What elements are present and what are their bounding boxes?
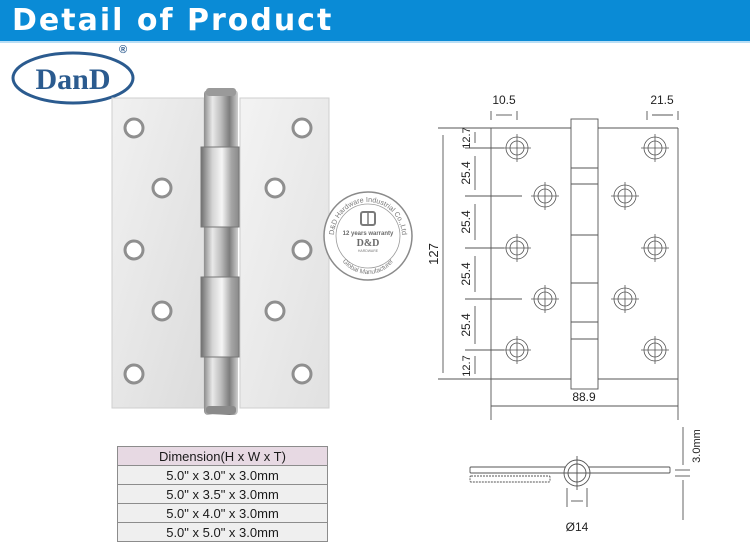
dim-left-offset: 10.5: [492, 93, 516, 107]
dim-width: 88.9: [572, 390, 596, 404]
table-cell: 5.0" x 5.0" x 3.0mm: [117, 522, 328, 542]
registered-mark: ®: [119, 44, 128, 56]
dim-spacing-2: 25.4: [459, 161, 473, 185]
table-row: 5.0" x 5.0" x 3.0mm: [117, 522, 328, 542]
table-row: 5.0" x 4.0" x 3.0mm: [117, 503, 328, 523]
page-title: Detail of Product: [12, 3, 334, 38]
stamp-brand-text: D&D: [357, 238, 380, 249]
dim-thickness: 3.0mm: [691, 429, 703, 463]
warranty-stamp: D&D Hardware Industrial Co.,Ltd Global M…: [323, 191, 413, 281]
dimension-table: Dimension(H x W x T) 5.0" x 3.0" x 3.0mm…: [117, 446, 328, 542]
table-header-row: Dimension(H x W x T): [117, 446, 328, 466]
table-row: 5.0" x 3.0" x 3.0mm: [117, 465, 328, 485]
dim-spacing-3: 25.4: [459, 210, 473, 234]
table-header: Dimension(H x W x T): [117, 446, 328, 466]
logo-text: DanD: [35, 63, 110, 96]
header-banner: Detail of Product: [0, 0, 750, 43]
dim-height: 127: [426, 243, 441, 265]
hole-l1: [503, 134, 531, 162]
dim-knuckle-diameter: Ø14: [566, 520, 589, 534]
dim-spacing-4: 25.4: [459, 262, 473, 286]
dim-right-offset: 21.5: [650, 93, 674, 107]
hinge-photo: [111, 88, 330, 415]
stamp-hardware-text: HARDWARE: [358, 249, 379, 253]
table-cell: 5.0" x 4.0" x 3.0mm: [117, 503, 328, 523]
dim-spacing-5: 25.4: [459, 313, 473, 337]
technical-drawing: 10.5 21.5 88.9 127 12.7 25.4 25.4 25.4 2…: [426, 93, 703, 534]
dim-spacing-6: 12.7: [461, 355, 473, 376]
table-row: 5.0" x 3.5" x 3.0mm: [117, 484, 328, 504]
dim-spacing-1: 12.7: [461, 127, 473, 148]
table-cell: 5.0" x 3.5" x 3.0mm: [117, 484, 328, 504]
dand-logo: DanD: [11, 51, 135, 105]
stamp-warranty-text: 12 years warranty: [343, 231, 394, 237]
table-cell: 5.0" x 3.0" x 3.0mm: [117, 465, 328, 485]
